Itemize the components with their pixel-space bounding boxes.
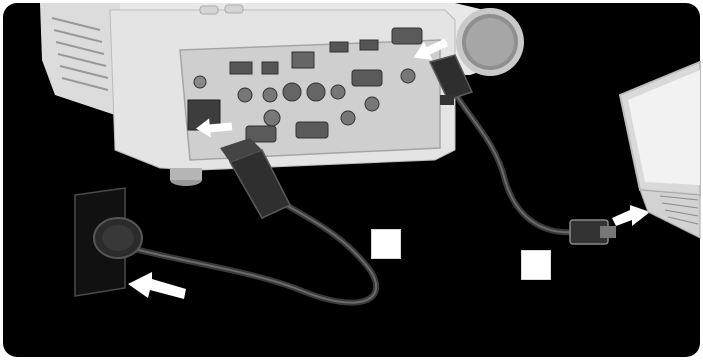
step-marker-1: [371, 229, 401, 259]
power-plug-icon: [94, 218, 142, 258]
step-marker-2: [521, 250, 551, 280]
